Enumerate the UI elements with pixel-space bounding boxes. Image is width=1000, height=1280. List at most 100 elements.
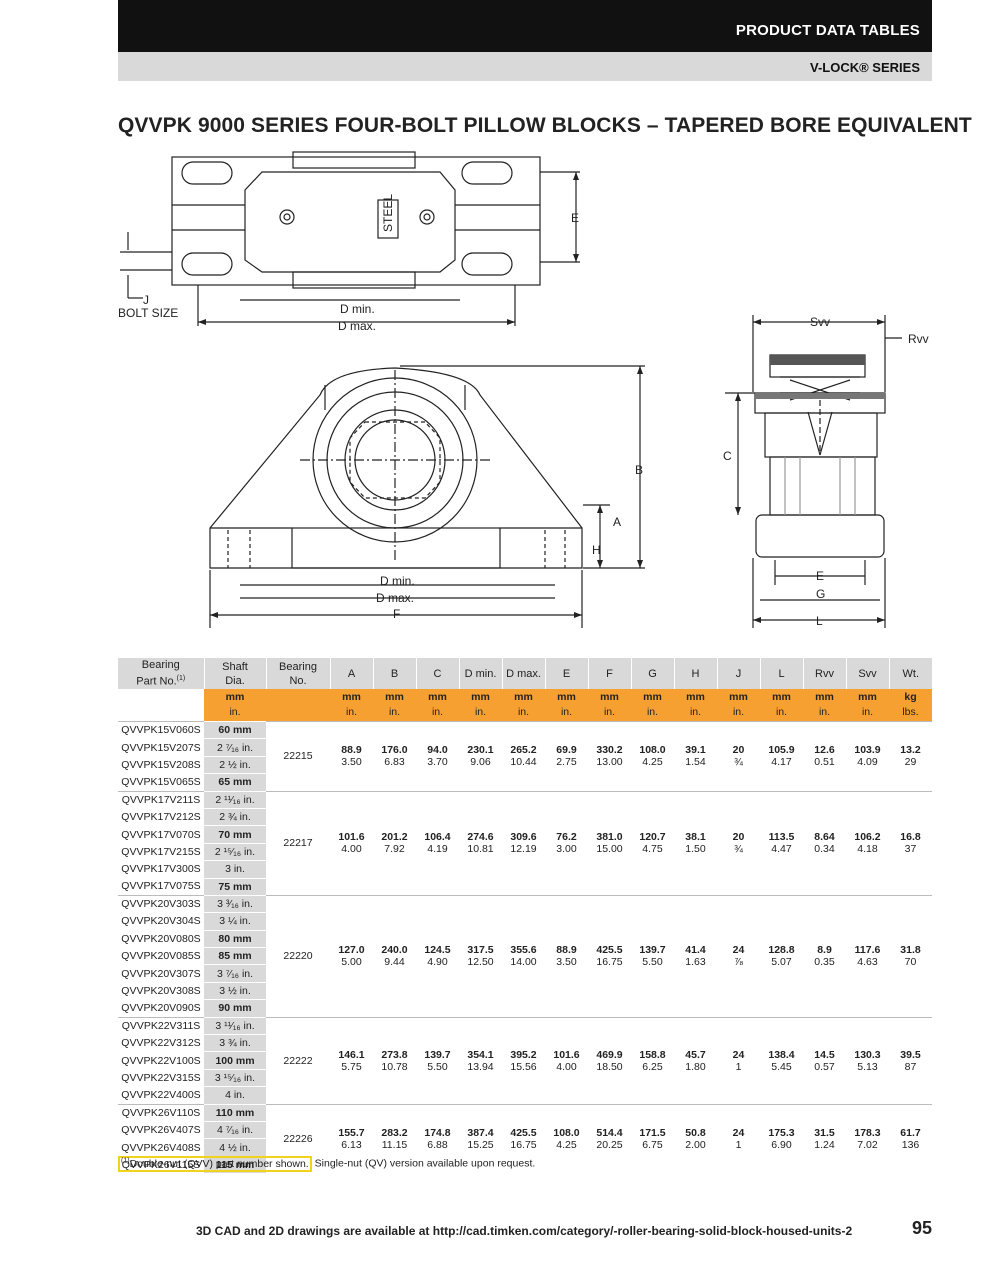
technical-drawing: E J BOLT SIZE D min. D max. D min. D max… xyxy=(118,151,929,628)
shaft-dia: 3 ⁷⁄₁₆ in. xyxy=(204,964,266,983)
bearing-no: 22220 xyxy=(266,894,330,1018)
col-dmin: D min. xyxy=(459,658,503,689)
shaft-dia: 75 mm xyxy=(204,877,266,896)
part-number: QVVPK20V304S xyxy=(121,915,201,928)
shaft-dia: 65 mm xyxy=(204,773,266,792)
shaft-dia: 60 mm xyxy=(204,720,266,739)
part-number: QVVPK20V085S xyxy=(121,950,201,963)
part-number: QVVPK15V060S xyxy=(118,720,204,739)
label-dmin-front: D min. xyxy=(380,574,415,588)
part-number: QVVPK20V080S xyxy=(121,932,201,945)
label-c: C xyxy=(723,449,732,463)
label-dmin-top: D min. xyxy=(340,302,375,316)
label-l: L xyxy=(816,614,823,628)
label-dmax-top: D max. xyxy=(338,319,376,333)
shaft-dia: 3 ¹⁵⁄₁₆ in. xyxy=(204,1068,266,1087)
label-h: H xyxy=(592,543,601,557)
label-j: J xyxy=(143,293,149,307)
header-bar: PRODUCT DATA TABLES xyxy=(118,0,932,52)
bearing-no: 22215 xyxy=(266,721,330,792)
shaft-dia: 115 mm xyxy=(204,1155,266,1174)
label-bolt-size: BOLT SIZE xyxy=(118,306,178,320)
part-number: QVVPK17V300S xyxy=(121,863,201,876)
part-number: QVVPK17V211S xyxy=(118,790,204,809)
bearing-no: 22217 xyxy=(266,790,330,896)
col-dmax: D max. xyxy=(502,658,546,689)
shaft-dia: 85 mm xyxy=(204,947,266,965)
footnote-boxed: (1)Double-nut (QVV) part number shown. xyxy=(118,1155,312,1172)
part-number: QVVPK22V100S xyxy=(121,1054,201,1067)
shaft-dia: 2 ½ in. xyxy=(204,755,266,774)
shaft-dia: 2 ⁷⁄₁₆ in. xyxy=(204,738,266,757)
shaft-dia: 2 ¹⁵⁄₁₆ in. xyxy=(204,842,266,861)
label-steel: STEEL xyxy=(381,194,395,232)
shaft-dia: 80 mm xyxy=(204,929,266,948)
part-number: QVVPK26V110S xyxy=(118,1103,204,1122)
shaft-dia: 90 mm xyxy=(204,999,266,1018)
footnote-rest: Single-nut (QV) version available upon r… xyxy=(311,1157,536,1170)
label-dmax-front: D max. xyxy=(376,591,414,605)
col-f: F xyxy=(588,658,632,689)
units-bearing-blank xyxy=(266,689,330,722)
col-l: L xyxy=(760,658,804,689)
part-number: QVVPK15V065S xyxy=(121,776,201,789)
page-number: 95 xyxy=(911,1218,932,1238)
col-b: B xyxy=(373,658,417,689)
col-rvv: Rvv xyxy=(803,658,847,689)
